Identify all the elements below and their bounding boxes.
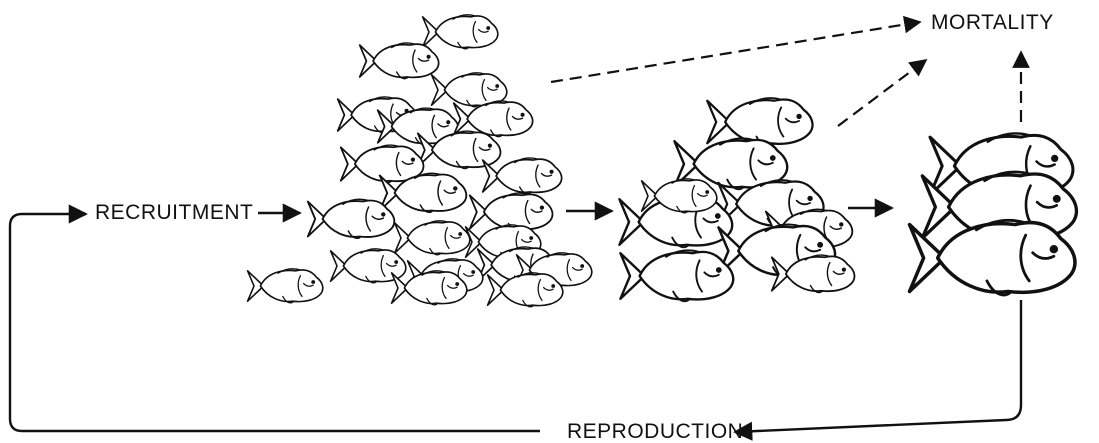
juveniles-mortality-arrow [551, 22, 920, 82]
mortality-label: MORTALITY [931, 11, 1054, 34]
reproduction-label: REPRODUCTION [567, 420, 743, 443]
fish-icon [910, 220, 1075, 295]
subadult-fish-group [619, 98, 854, 301]
fish-icon [360, 43, 439, 79]
adult-fish-group [910, 133, 1077, 295]
fish-icon [707, 98, 812, 145]
fish-icon [395, 221, 470, 255]
fish-icon [392, 271, 467, 305]
fish-icon [248, 269, 323, 303]
recruitment-label: RECRUITMENT [95, 201, 253, 224]
juvenile-fish-group [248, 15, 592, 307]
fish-icon [423, 15, 498, 49]
fish-icon [620, 250, 733, 301]
fish-icon [308, 199, 394, 238]
adults-to-reproduction-arrow [735, 300, 1021, 432]
fish-icon [483, 158, 562, 194]
subadults-mortality-arrow [838, 60, 926, 126]
fish-icon [488, 273, 563, 307]
